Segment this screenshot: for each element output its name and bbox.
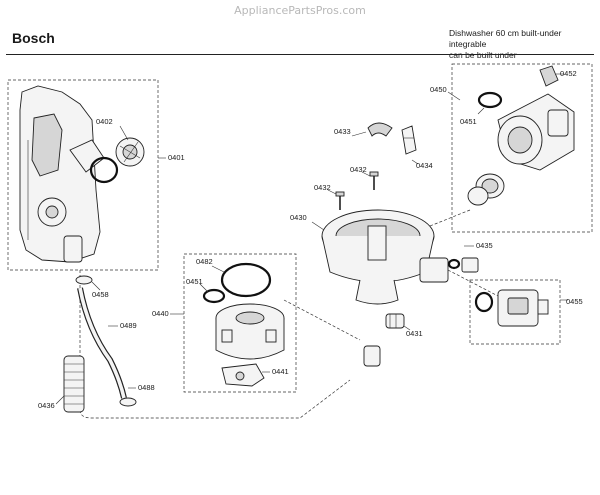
- leader-0431: [403, 325, 411, 331]
- leader-0430: [311, 221, 325, 231]
- part-0402-disc-valve[interactable]: [115, 137, 145, 167]
- callout-0435: 0435: [476, 241, 493, 250]
- leader-0450: [447, 91, 461, 101]
- part-0432-screw-upper[interactable]: [369, 171, 379, 190]
- callout-0433: 0433: [334, 127, 351, 136]
- group-box-0440: [183, 253, 297, 393]
- leader-0432-upper: [361, 171, 371, 177]
- part-0489-drain-hose-inner: [78, 287, 126, 399]
- callout-0482: 0482: [196, 257, 213, 266]
- part-0430-sump[interactable]: [321, 209, 449, 305]
- part-0458-clamp[interactable]: [75, 275, 93, 285]
- part-0431-pipe-stub[interactable]: [363, 345, 381, 367]
- callout-0430: 0430: [290, 213, 307, 222]
- group-box-0401: [7, 79, 159, 271]
- part-0488-clamp[interactable]: [119, 397, 137, 407]
- callout-0450: 0450: [430, 85, 447, 94]
- dash-link-sump-pump: [447, 269, 499, 297]
- callout-0489: 0489: [120, 321, 137, 330]
- part-0455-drain-pump[interactable]: [497, 289, 549, 327]
- part-0441-motor-bracket[interactable]: [221, 363, 265, 387]
- callout-0432-lower: 0432: [314, 183, 331, 192]
- leader-0434: [411, 159, 419, 165]
- part-0482-gasket[interactable]: [220, 262, 272, 298]
- watermark: AppliancePartsPros.com: [234, 4, 366, 17]
- part-0451-pump-seal[interactable]: [477, 91, 503, 109]
- callout-0432-upper: 0432: [350, 165, 367, 174]
- leader-0482: [211, 265, 225, 273]
- callout-0402: 0402: [96, 117, 113, 126]
- callout-0441: 0441: [272, 367, 289, 376]
- callout-0451-left: 0451: [186, 277, 203, 286]
- model-description: Dishwasher 60 cm built-under integrable …: [449, 28, 597, 61]
- callout-0455: 0455: [566, 297, 583, 306]
- callout-0440: 0440: [152, 309, 169, 318]
- part-0433-filter-flap[interactable]: [367, 122, 393, 137]
- dash-link-sump-circpump: [429, 209, 471, 227]
- description-line-1: Dishwasher 60 cm built-under integrable: [449, 28, 562, 49]
- part-0432-screw-lower[interactable]: [335, 191, 345, 210]
- callout-0434: 0434: [416, 161, 433, 170]
- part-0455-pump-seal[interactable]: [474, 291, 494, 313]
- callout-0458: 0458: [92, 290, 109, 299]
- callout-0451-right: 0451: [460, 117, 477, 126]
- group-box-0450: [451, 63, 593, 233]
- callout-0436: 0436: [38, 401, 55, 410]
- callout-0431: 0431: [406, 329, 423, 338]
- part-0431-connector[interactable]: [385, 313, 405, 329]
- leader-0432-lower: [327, 189, 337, 195]
- header-divider: [6, 54, 594, 55]
- part-0450-pump-inlet[interactable]: [467, 173, 505, 206]
- callout-0488: 0488: [138, 383, 155, 392]
- leader-0458: [91, 281, 101, 291]
- brand-title: Bosch: [12, 30, 55, 46]
- part-0436-corrugated-hose[interactable]: [63, 355, 85, 413]
- part-0402-seal-ring[interactable]: [89, 156, 119, 184]
- group-box-0455: [469, 279, 561, 345]
- part-0434-bracket[interactable]: [401, 125, 417, 155]
- part-0401-side-panel[interactable]: [19, 85, 105, 263]
- dash-link-heater-sump: [283, 299, 361, 341]
- part-0451-seal[interactable]: [202, 288, 226, 304]
- description-line-2: can be built under: [449, 50, 517, 60]
- leader-0436: [55, 395, 65, 405]
- callout-0452: 0452: [560, 69, 577, 78]
- leader-0451a: [199, 283, 209, 293]
- leader-0451b: [477, 107, 485, 115]
- callout-0401: 0401: [168, 153, 185, 162]
- part-0450-circulation-pump[interactable]: [497, 93, 575, 171]
- part-0452-clip[interactable]: [539, 65, 559, 87]
- part-0440-heating-pump-housing[interactable]: [215, 303, 285, 360]
- part-0435-nonreturn-valve[interactable]: [447, 257, 479, 273]
- leader-0402: [119, 125, 129, 141]
- leader-0433: [351, 131, 367, 137]
